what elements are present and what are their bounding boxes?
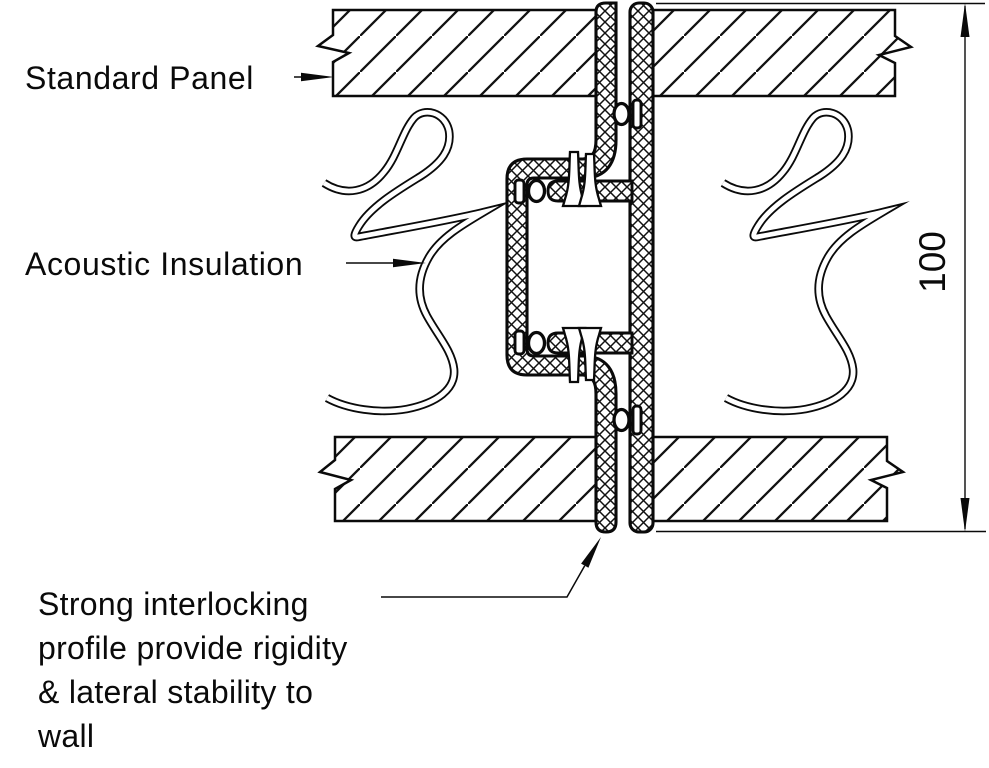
- profile-slot-gap: [617, 4, 629, 531]
- leader-arrow-acoustic-icon: [393, 258, 426, 268]
- dimension-value-label: 100: [912, 231, 953, 293]
- snap-clips: [513, 98, 643, 436]
- profile-right-member: [628, 1, 655, 534]
- dimension-100: [656, 2, 986, 533]
- leaders: [294, 72, 601, 598]
- dim-arrow-up-icon: [960, 3, 970, 37]
- acoustic-insulation-label: Acoustic Insulation: [25, 246, 304, 282]
- interlocking-note-line-4: wall: [38, 718, 95, 754]
- leader-interlocking-note: [381, 565, 586, 598]
- interlocking-note-line-1: Strong interlocking: [38, 586, 309, 622]
- leader-arrow-note-icon: [581, 537, 601, 568]
- interlocking-note-line-2: profile provide rigidity: [38, 630, 348, 666]
- interlocking-profile: [505, 1, 655, 534]
- insulation-right: [723, 112, 883, 411]
- leader-arrow-standard-panel-icon: [301, 72, 334, 82]
- dim-arrow-down-icon: [960, 498, 970, 532]
- standard-panel-label: Standard Panel: [25, 60, 255, 96]
- interlocking-note-label: Strong interlocking profile provide rigi…: [38, 582, 348, 758]
- interlocking-note-line-3: & lateral stability to: [38, 674, 314, 710]
